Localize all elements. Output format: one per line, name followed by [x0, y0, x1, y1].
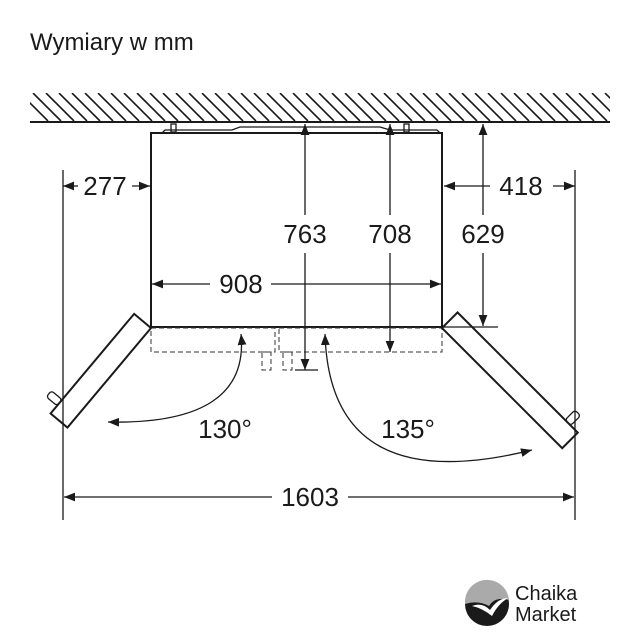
- hatch-line: [513, 93, 543, 121]
- hatch-line: [409, 93, 439, 121]
- left-door-open: [46, 312, 153, 429]
- dimension-label-908: 908: [219, 269, 262, 299]
- hatch-line: [435, 93, 465, 121]
- hatch-line: [448, 93, 478, 121]
- hatch-line: [370, 93, 400, 121]
- hatch-line: [461, 93, 491, 121]
- dimension-label-629: 629: [461, 219, 504, 249]
- hatch-line: [201, 93, 231, 121]
- extension-lines: [62, 170, 576, 520]
- hatch-line: [344, 93, 374, 121]
- chaika-market-logo: Chaika Market: [464, 579, 578, 626]
- hatch-line: [162, 93, 192, 121]
- hatch-line: [71, 93, 101, 121]
- hatch-line: [266, 93, 296, 121]
- hatch-line: [188, 93, 218, 121]
- angle-label-left: 130°: [198, 414, 252, 444]
- hatch-line: [318, 93, 348, 121]
- hatch-line: [422, 93, 452, 121]
- dimension-629: 629: [461, 124, 505, 326]
- logo-text-line1: Chaika: [515, 583, 578, 605]
- hatch-line: [552, 93, 582, 121]
- hatch-line: [149, 93, 179, 121]
- hatch-line: [123, 93, 153, 121]
- hatch-line: [383, 93, 413, 121]
- hatch-line: [618, 93, 640, 121]
- hatch-line: [604, 93, 610, 100]
- closed-doors-outline: [150, 327, 443, 371]
- dimension-708: 708: [368, 124, 412, 352]
- hatch-line: [84, 93, 114, 121]
- hatch-line: [591, 93, 610, 113]
- dimension-1603: 1603: [64, 482, 574, 512]
- hatch-line: [279, 93, 309, 121]
- hatch-line: [331, 93, 361, 121]
- hatch-line: [97, 93, 127, 121]
- hatch-line: [58, 93, 88, 121]
- hatch-line: [474, 93, 504, 121]
- wall-hatching: [30, 93, 640, 123]
- hatch-line: [240, 93, 270, 121]
- logo-text-line2: Market: [515, 604, 577, 626]
- angle-label-right: 135°: [381, 414, 435, 444]
- dimension-418: 418: [444, 171, 575, 201]
- dimension-label-708: 708: [368, 219, 411, 249]
- hatch-line: [396, 93, 426, 121]
- dimension-908: 908: [152, 269, 441, 299]
- angle-arc-left: 130°: [107, 333, 252, 444]
- dimension-label-763: 763: [283, 219, 326, 249]
- hatch-line: [500, 93, 530, 121]
- hatch-line: [45, 93, 75, 121]
- hatch-line: [227, 93, 257, 121]
- hatch-line: [292, 93, 322, 121]
- dimension-label-418: 418: [499, 171, 542, 201]
- hatch-line: [214, 93, 244, 121]
- dimension-label-277: 277: [83, 171, 126, 201]
- hatch-line: [631, 93, 640, 121]
- hatch-line: [487, 93, 517, 121]
- hatch-line: [578, 93, 608, 121]
- hatch-line: [305, 93, 335, 121]
- diagram-title: Wymiary w mm: [30, 29, 194, 56]
- hatch-line: [30, 101, 49, 121]
- fridge-body: [150, 123, 443, 328]
- dimension-label-1603: 1603: [281, 482, 339, 512]
- dimension-277: 277: [63, 171, 150, 201]
- hatch-line: [565, 93, 595, 121]
- hatch-line: [253, 93, 283, 121]
- dimension-763: 763: [283, 124, 327, 370]
- hatch-line: [110, 93, 140, 121]
- right-door-open: [440, 311, 581, 450]
- hatch-line: [136, 93, 166, 121]
- angle-arc-right: 135°: [320, 333, 533, 463]
- hatch-line: [526, 93, 556, 121]
- hatch-line: [175, 93, 205, 121]
- hatch-line: [539, 93, 569, 121]
- hatch-line: [357, 93, 387, 121]
- hatch-line: [32, 93, 62, 121]
